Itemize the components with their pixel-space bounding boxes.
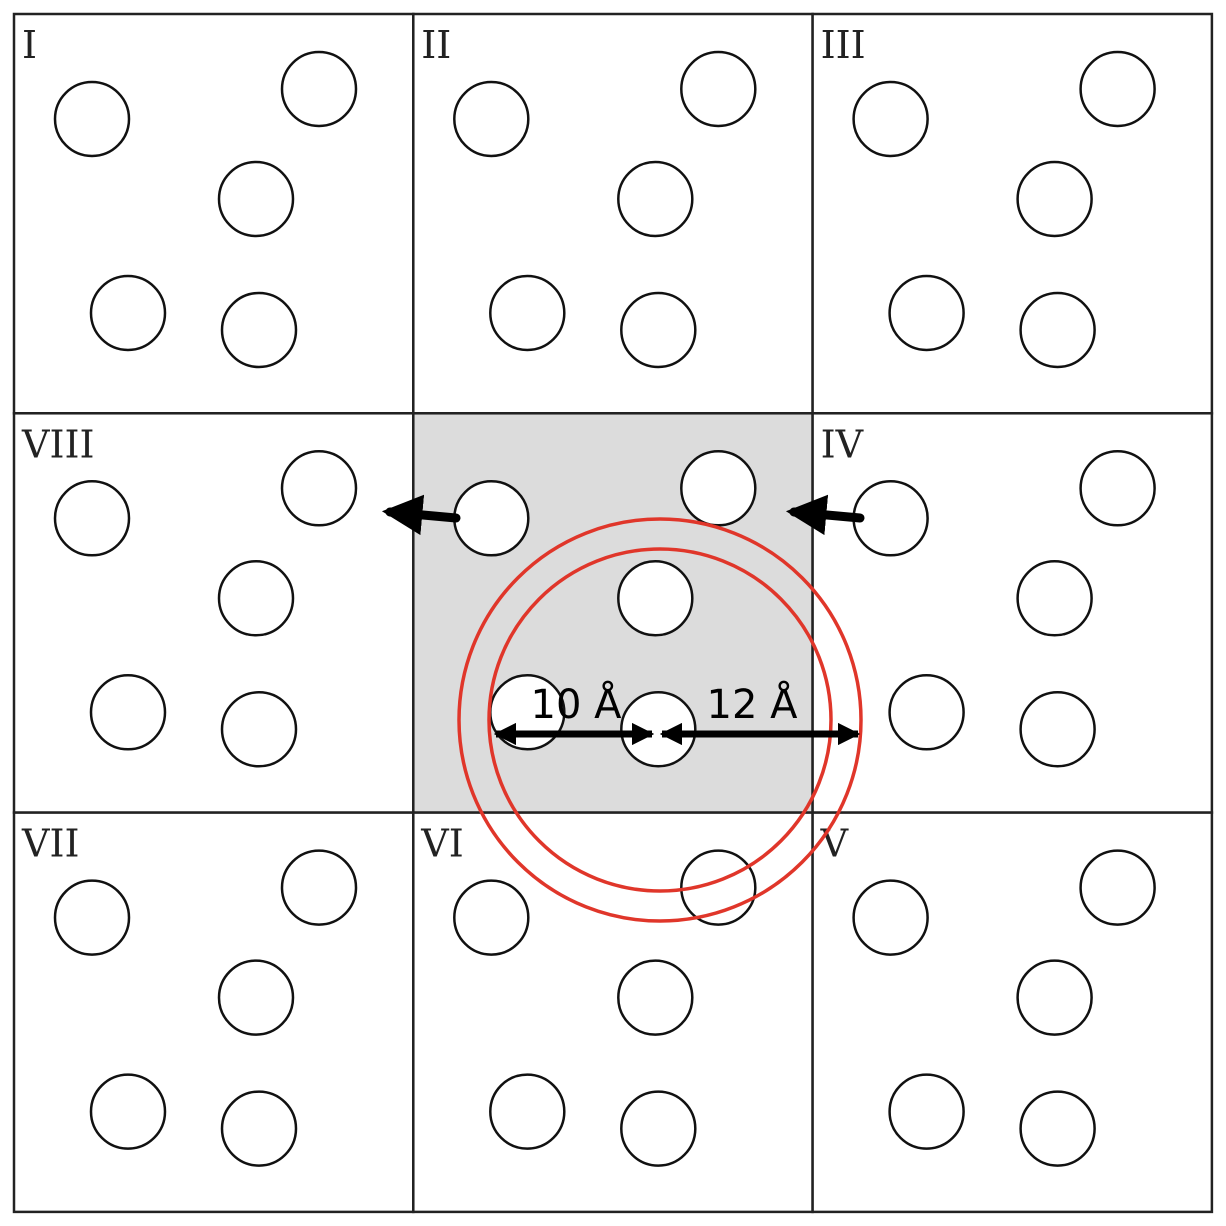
particle	[489, 274, 566, 352]
cutoff-ring-inner	[487, 547, 833, 893]
cell-i-label: I	[22, 23, 37, 67]
particle	[453, 879, 530, 956]
cutoff-ring-outer	[457, 517, 863, 923]
particle	[680, 50, 757, 128]
particle	[852, 80, 929, 158]
particle	[217, 160, 295, 238]
particle	[852, 879, 929, 956]
particle	[1016, 560, 1093, 637]
pbc-arrow-from-cell-iv	[785, 494, 865, 536]
particle	[280, 450, 358, 527]
particle	[1019, 691, 1096, 768]
particle	[453, 480, 530, 557]
particle	[888, 274, 965, 352]
pbc-arrow-to-cell-viii	[381, 494, 461, 536]
cell-v-label: V	[820, 822, 849, 866]
particle	[489, 1073, 566, 1150]
dimension-label-12: 12 Å	[707, 680, 799, 728]
particle	[453, 80, 530, 158]
particle	[680, 450, 757, 527]
particle	[53, 879, 131, 956]
particle	[280, 50, 358, 128]
particle	[888, 674, 965, 751]
particle	[617, 160, 694, 238]
cell-iii-label: III	[821, 23, 866, 67]
particle-layer	[53, 50, 1156, 1167]
particle	[617, 959, 694, 1036]
particle	[280, 849, 358, 926]
particle	[852, 480, 929, 557]
particle	[1019, 291, 1096, 369]
particle	[220, 1090, 298, 1167]
particle	[89, 1073, 167, 1150]
particle	[620, 691, 697, 768]
particle	[53, 480, 131, 557]
particle	[1079, 450, 1156, 527]
particle	[217, 959, 295, 1036]
cell-ii-label: II	[421, 23, 451, 67]
particle	[89, 274, 167, 352]
particle	[89, 674, 167, 751]
particle	[1079, 50, 1156, 128]
particle	[217, 560, 295, 637]
particle	[1016, 959, 1093, 1036]
particle	[220, 691, 298, 768]
particle	[620, 291, 697, 369]
dimension-annotations: 10 Å 12 Å	[493, 680, 861, 746]
particle	[1079, 849, 1156, 926]
cutoff-rings	[457, 517, 863, 923]
dimension-label-10: 10 Å	[531, 680, 623, 728]
particle	[220, 291, 298, 369]
cell-iv-label: IV	[821, 422, 864, 466]
particle	[53, 80, 131, 158]
cell-vi-label: VI	[420, 822, 463, 866]
particle	[620, 1090, 697, 1167]
particle	[1019, 1090, 1096, 1167]
pbc-arrows	[381, 494, 865, 536]
particle	[888, 1073, 965, 1150]
cell-vii-label: VII	[21, 822, 79, 866]
particle	[1016, 160, 1093, 238]
particle	[617, 560, 694, 637]
cell-viii-label: VIII	[21, 422, 94, 466]
